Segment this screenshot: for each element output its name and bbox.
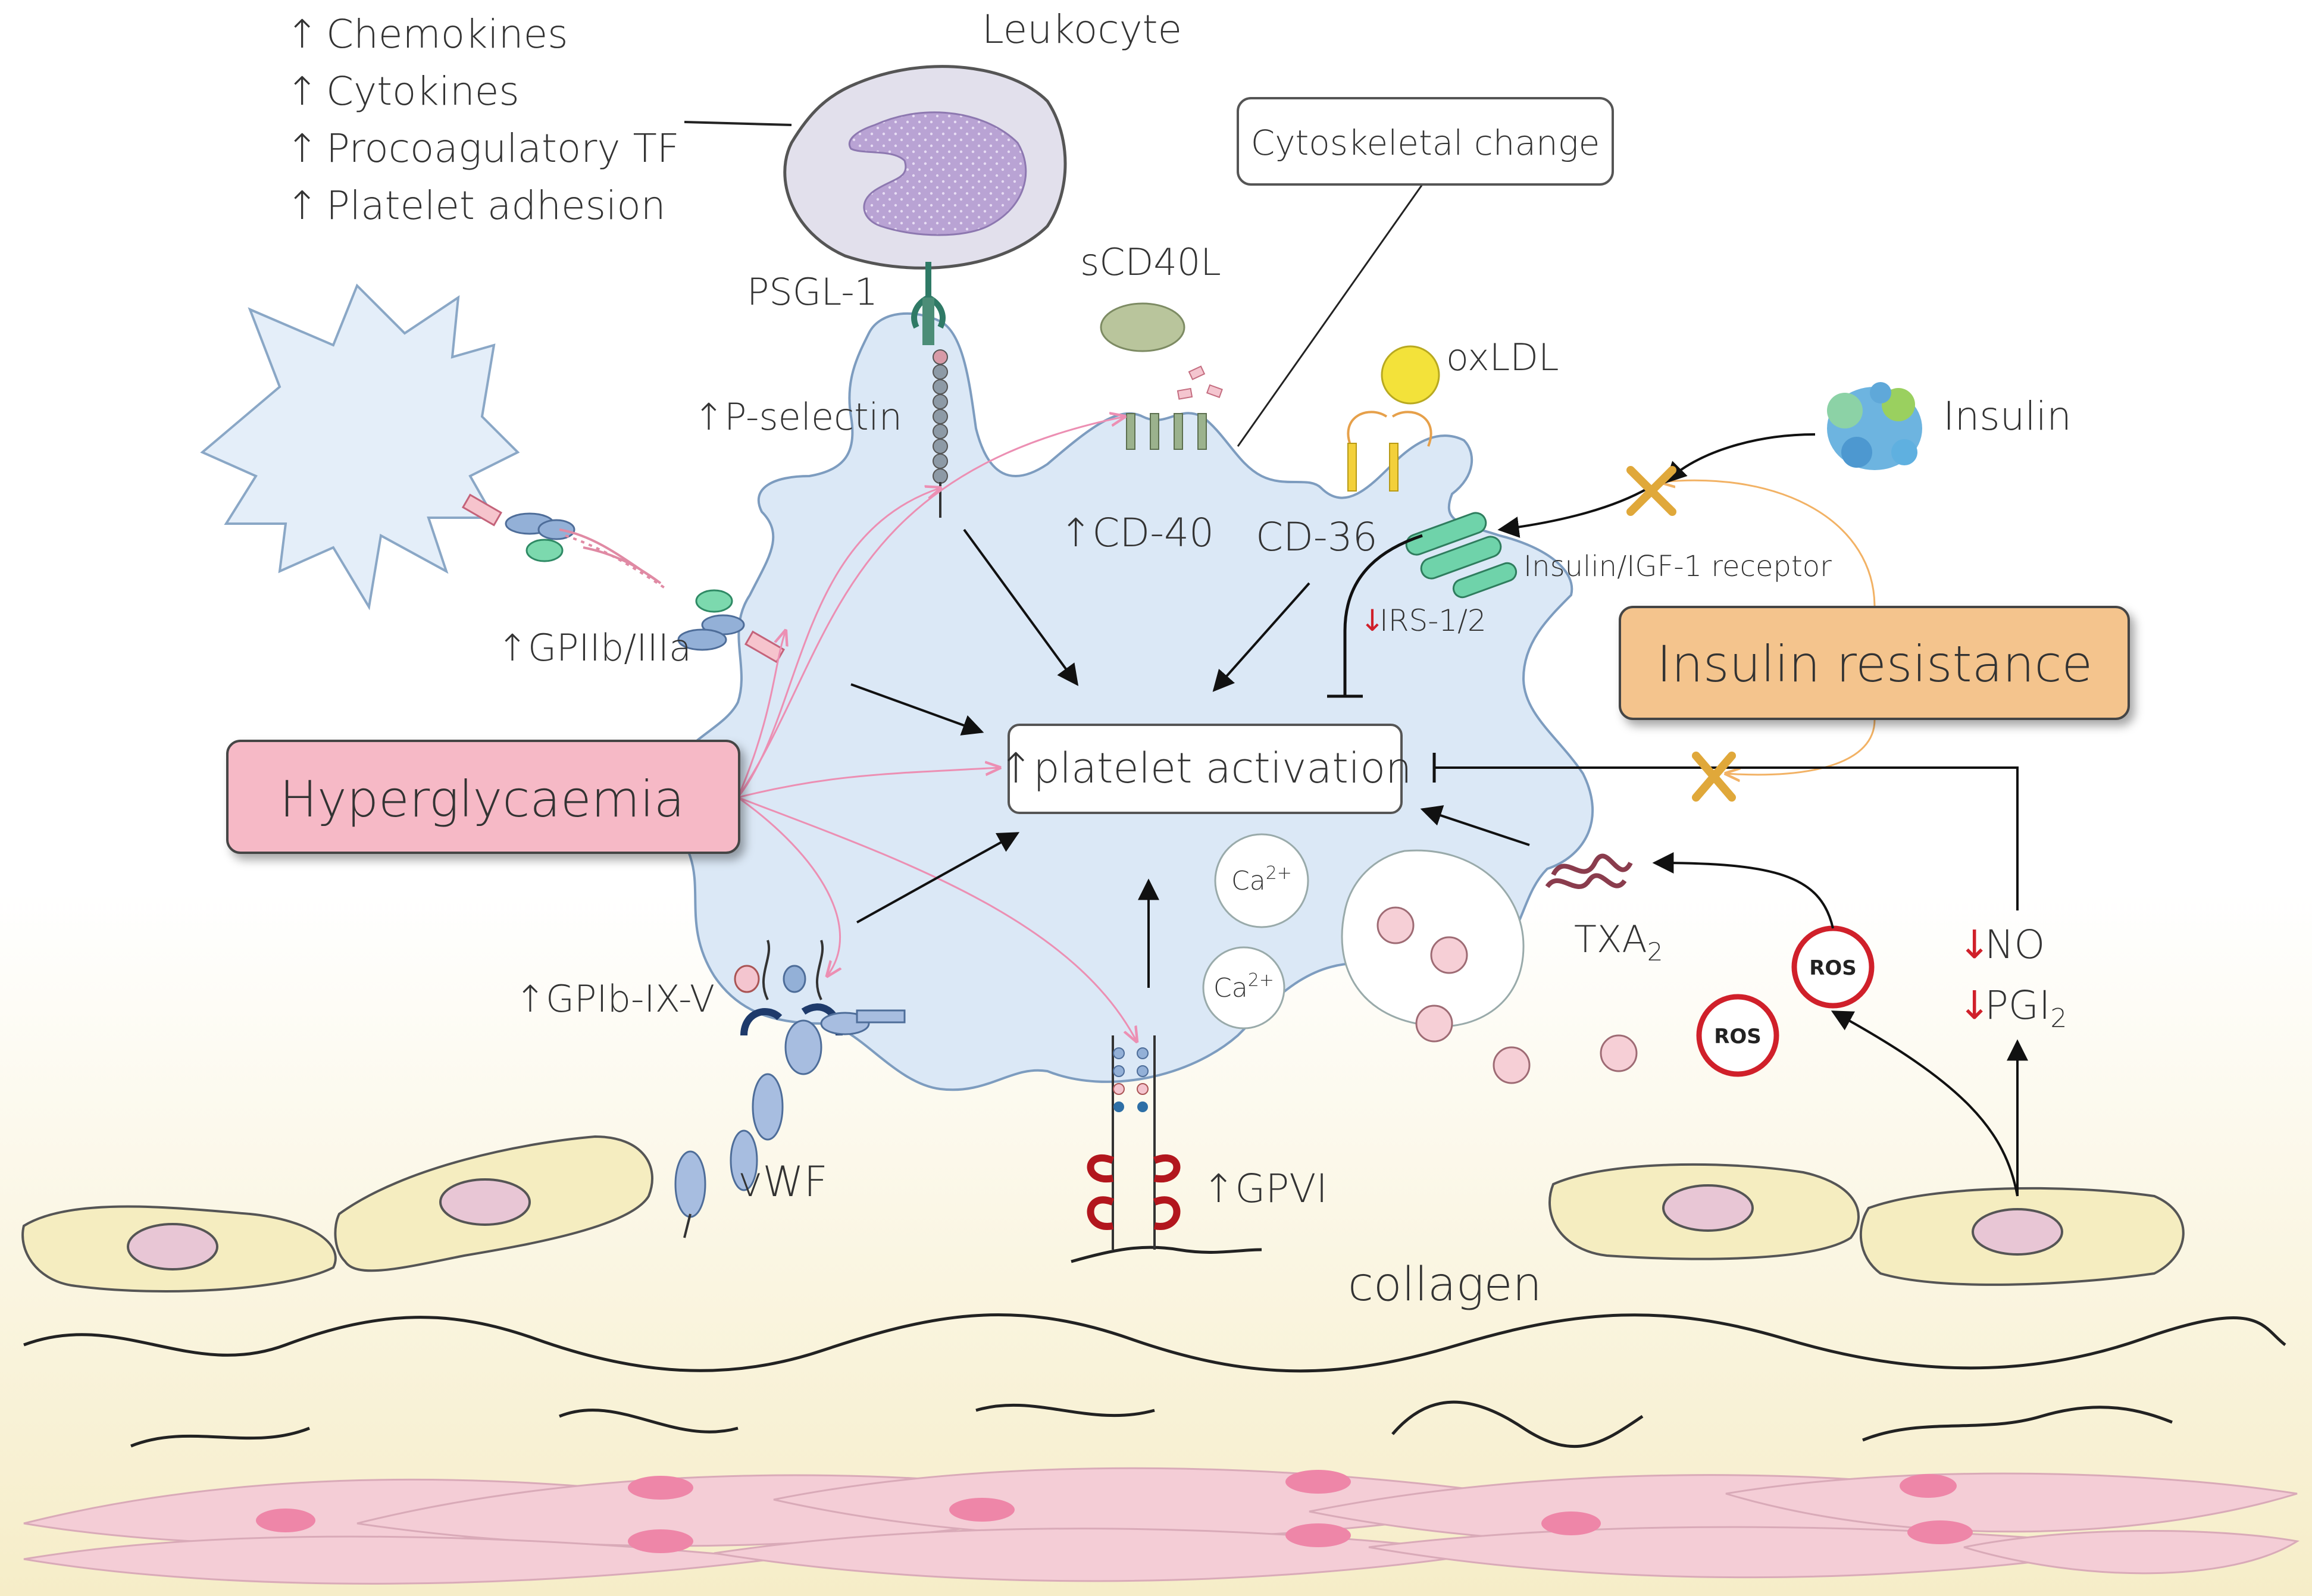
psgl1-p-selectin-complex	[911, 262, 948, 518]
gpiib-label: ↑GPIIb/IIIa	[497, 626, 692, 669]
leukocyte-effects-connector	[684, 121, 792, 126]
p-selectin-label: ↑P-selectin	[693, 395, 902, 439]
platelet-activation-box: ↑platelet activation	[999, 724, 1412, 814]
gpib-vwf-complex	[674, 940, 906, 1238]
collagen-fibers	[23, 1313, 2286, 1448]
collagen-surface	[1071, 1245, 1262, 1263]
endothelial-nucleus	[439, 1178, 531, 1226]
hyperglycaemia-box: Hyperglycaemia	[226, 740, 740, 854]
txa2-receptor	[1545, 853, 1633, 889]
insulin-resistance-box: Insulin resistance	[1619, 606, 2130, 720]
cd40-receptor	[1126, 365, 1223, 450]
effect-arrow-4: ↑	[286, 183, 318, 229]
pgi-down-arrow: ↓	[1958, 982, 1991, 1028]
hyperglycaemia-label: Hyperglycaemia	[280, 770, 684, 828]
ros-label-2: ROS	[1809, 956, 1857, 980]
endothelial-cells	[21, 1135, 2185, 1293]
smooth-muscle-layer	[23, 1467, 2300, 1585]
gpvi-label: ↑GPVI	[1202, 1166, 1328, 1212]
cytoskeletal-change-box: Cytoskeletal change	[1237, 97, 1614, 186]
scd40l-molecule	[1100, 302, 1185, 352]
cytoskeletal-connector	[1237, 184, 1424, 447]
insulin-igf1-receptor	[1405, 512, 1518, 599]
no-label: NO	[1985, 922, 2045, 968]
insulin-molecule	[1827, 382, 1922, 470]
inhibition-bars	[1327, 534, 1436, 783]
gpib-label: ↑GPIb-IX-V	[515, 977, 715, 1021]
effect-item-4: Platelet adhesion	[326, 183, 666, 229]
leukocyte-nucleus	[849, 111, 1027, 236]
irs-label: IRS-1/2	[1379, 603, 1487, 638]
cd36-label: CD-36	[1256, 514, 1378, 560]
effect-item-3: Procoagulatory TF	[326, 126, 680, 171]
oxldl-label: oxLDL	[1446, 336, 1559, 379]
released-granules	[1376, 906, 1638, 1084]
oxldl-particle	[1381, 345, 1440, 405]
endothelial-nucleus	[1972, 1208, 2063, 1256]
activated-platelet-neighbor	[200, 283, 520, 611]
insulin-resistance-label: Insulin resistance	[1657, 635, 2092, 693]
leukocyte	[783, 65, 1067, 270]
ros-label-1: ROS	[1714, 1025, 1762, 1049]
scd40l-label: sCD40L	[1080, 240, 1221, 284]
endothelial-nucleus	[127, 1223, 218, 1270]
hyperglycaemia-pink-arrows	[737, 417, 1137, 1041]
pgi-label: PGI2	[1985, 982, 2067, 1034]
cd40-label: ↑CD-40	[1059, 510, 1214, 556]
collagen-label: collagen	[1348, 1258, 1542, 1312]
cytoskeletal-change-label: Cytoskeletal change	[1251, 123, 1600, 163]
leukocyte-label: Leukocyte	[982, 7, 1182, 52]
vwf-label: vWF	[738, 1157, 828, 1206]
insulin-resistance-orange-arrows	[1660, 480, 1876, 775]
gpiib-iiia-bridge	[461, 493, 786, 664]
receptor-block-x	[1626, 466, 1736, 802]
cd36-receptor	[1347, 411, 1432, 492]
leukocyte-effects-list: ↑ Chemokines ↑ Cytokines ↑ Procoagulator…	[286, 11, 680, 229]
psgl1-label: PSGL-1	[747, 270, 878, 314]
insulin-label: Insulin	[1943, 393, 2072, 439]
txa2-label: TXA2	[1574, 918, 1663, 966]
effect-arrow-1: ↑	[286, 11, 318, 57]
no-down-arrow: ↓	[1958, 922, 1991, 968]
granules	[1202, 833, 1525, 1029]
activation-arrows	[850, 433, 2028, 1197]
ca-label-1: Ca2+	[1231, 863, 1292, 896]
platelet-activation-label: ↑platelet activation	[999, 744, 1412, 793]
irs-down-arrow: ↓	[1360, 603, 1385, 638]
effect-item-2: Cytokines	[326, 68, 520, 114]
endothelial-nucleus	[1662, 1184, 1754, 1232]
gpvi-receptor	[1087, 1035, 1181, 1250]
effect-item-1: Chemokines	[326, 11, 568, 57]
insulin-receptor-label: Insulin/IGF-1 receptor	[1523, 550, 1832, 583]
effect-arrow-2: ↑	[286, 68, 318, 114]
ca-label-2: Ca2+	[1213, 970, 1274, 1003]
ros-markers	[1696, 925, 1875, 1077]
effect-arrow-3: ↑	[286, 126, 318, 171]
